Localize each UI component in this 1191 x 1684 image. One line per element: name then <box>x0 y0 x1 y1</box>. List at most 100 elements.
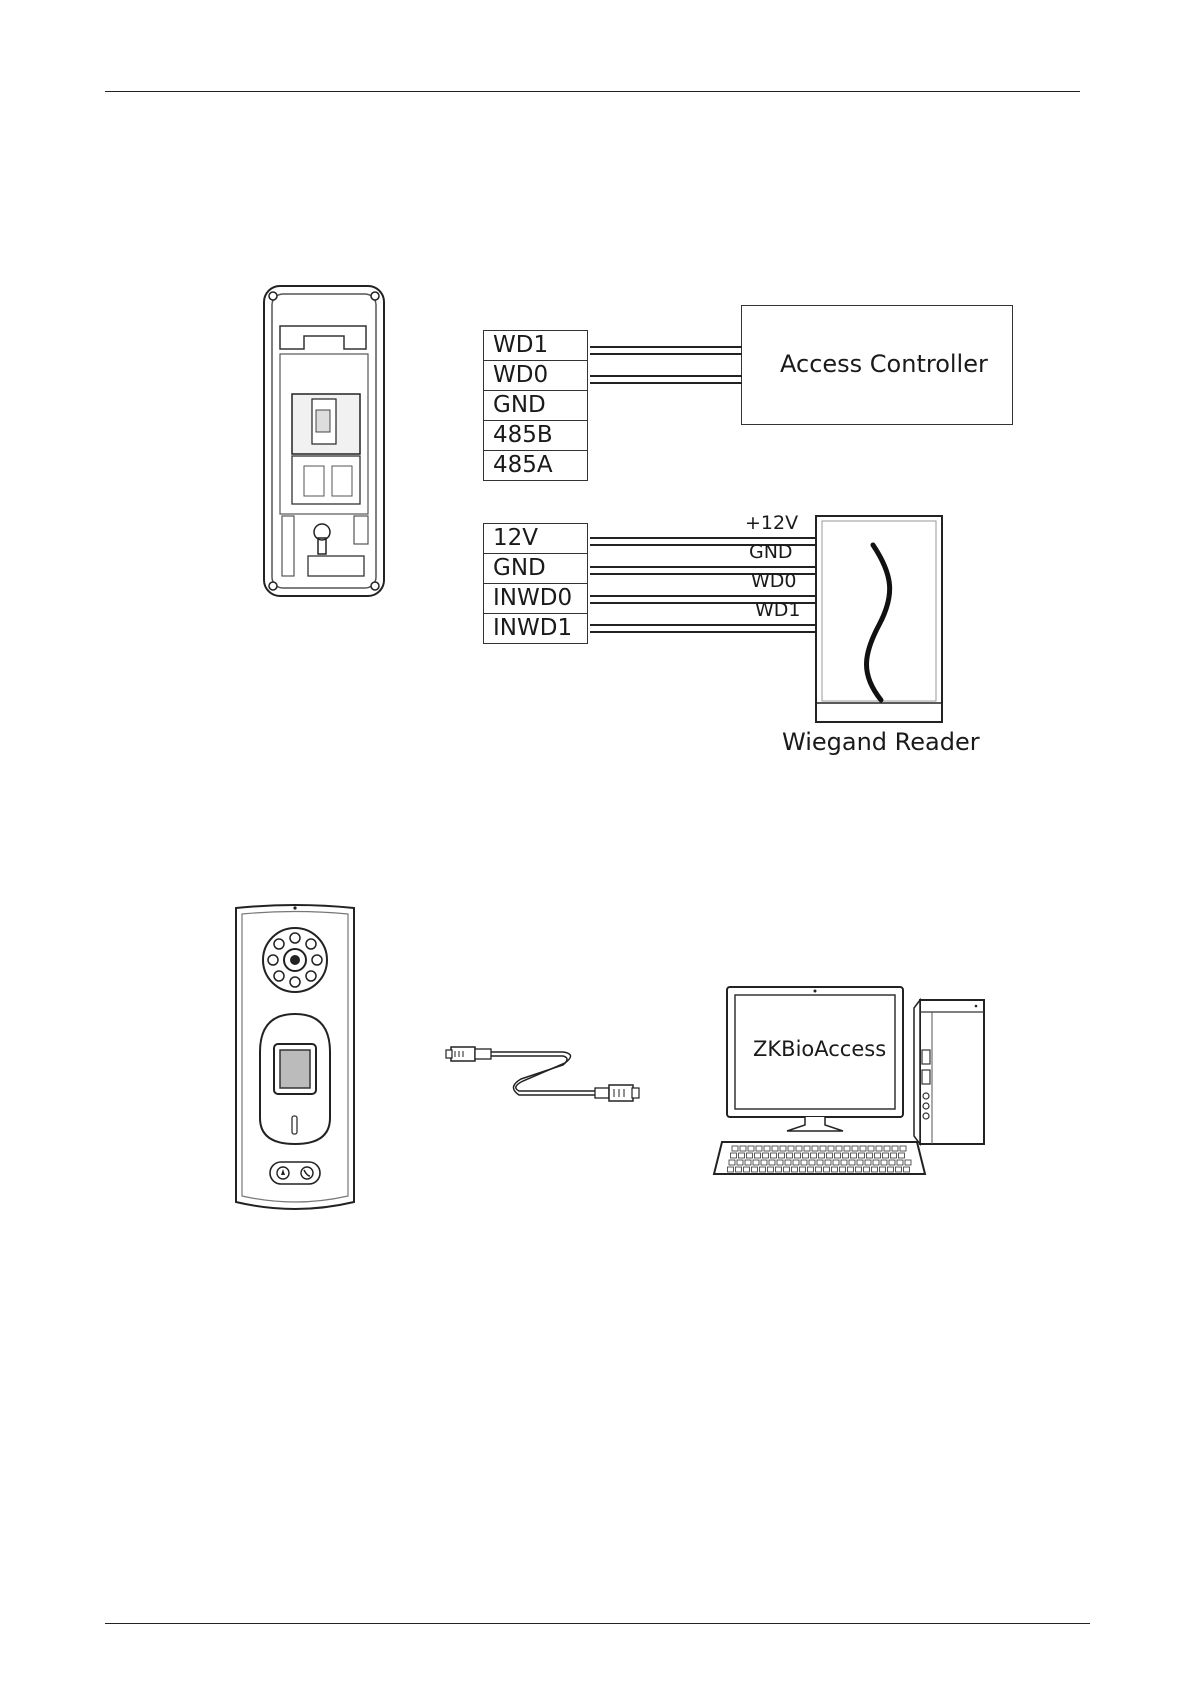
keyboard-key <box>840 1167 846 1172</box>
keyboard-key <box>816 1167 822 1172</box>
keyboard-key <box>756 1146 762 1151</box>
keyboard-key <box>795 1153 801 1158</box>
keyboard-key <box>897 1160 903 1165</box>
keyboard-key <box>835 1153 841 1158</box>
keyboard-illustration <box>712 1140 927 1176</box>
keyboard-key <box>881 1160 887 1165</box>
keyboard-key <box>865 1160 871 1165</box>
keyboard-key <box>779 1153 785 1158</box>
keyboard-key <box>800 1167 806 1172</box>
keyboard-key <box>777 1160 783 1165</box>
keyboard-key <box>808 1167 814 1172</box>
keyboard-key <box>832 1167 838 1172</box>
keyboard-key <box>801 1160 807 1165</box>
keyboard-key <box>843 1153 849 1158</box>
keyboard-key <box>859 1153 865 1158</box>
keyboard-key <box>888 1167 894 1172</box>
keyboard-key <box>729 1160 735 1165</box>
device-front-illustration <box>230 902 360 1222</box>
computer-tower-illustration <box>912 998 987 1148</box>
keyboard-key <box>811 1153 817 1158</box>
keyboard-key <box>860 1146 866 1151</box>
keyboard-key <box>740 1146 746 1151</box>
keyboard-key <box>793 1160 799 1165</box>
keyboard-key <box>784 1167 790 1172</box>
keyboard-key <box>736 1167 742 1172</box>
keyboard-key <box>785 1160 791 1165</box>
keyboard-key <box>817 1160 823 1165</box>
software-label: ZKBioAccess <box>753 1037 886 1061</box>
keyboard-key <box>820 1146 826 1151</box>
keyboard-key <box>731 1153 737 1158</box>
keyboard-key <box>849 1160 855 1165</box>
keyboard-key <box>804 1146 810 1151</box>
keyboard-key <box>809 1160 815 1165</box>
keyboard-key <box>828 1146 834 1151</box>
keyboard-key <box>868 1146 874 1151</box>
keyboard-key <box>732 1146 738 1151</box>
keyboard-key <box>748 1146 754 1151</box>
keyboard-key <box>857 1160 863 1165</box>
keyboard-key <box>771 1153 777 1158</box>
keyboard-key <box>883 1153 889 1158</box>
keyboard-key <box>761 1160 767 1165</box>
keyboard-key <box>760 1167 766 1172</box>
keyboard-key <box>864 1167 870 1172</box>
keyboard-key <box>763 1153 769 1158</box>
wire-label-gnd: GND <box>749 541 793 563</box>
keyboard-key <box>728 1167 734 1172</box>
keyboard-key <box>776 1167 782 1172</box>
keyboard-key <box>899 1153 905 1158</box>
keyboard-key <box>856 1167 862 1172</box>
keyboard-key <box>753 1160 759 1165</box>
keyboard-key <box>752 1167 758 1172</box>
keyboard-key <box>819 1153 825 1158</box>
keyboard-key <box>745 1160 751 1165</box>
wiegand-reader-caption: Wiegand Reader <box>782 728 980 756</box>
keyboard-key <box>737 1160 743 1165</box>
keyboard-key <box>739 1153 745 1158</box>
wiegand-reader-device <box>815 515 945 725</box>
keyboard-key <box>825 1160 831 1165</box>
wire-label-plus12v: +12V <box>745 512 798 534</box>
keyboard-key <box>764 1146 770 1151</box>
keyboard-key <box>836 1146 842 1151</box>
keyboard-key <box>900 1146 906 1151</box>
keyboard-key <box>796 1146 802 1151</box>
keyboard-key <box>844 1146 850 1151</box>
keyboard-key <box>876 1146 882 1151</box>
keyboard-key <box>841 1160 847 1165</box>
keyboard-key <box>872 1167 878 1172</box>
keyboard-key <box>792 1167 798 1172</box>
keyboard-key <box>772 1146 778 1151</box>
keyboard-key <box>769 1160 775 1165</box>
network-cable-illustration <box>445 1035 645 1110</box>
keyboard-key <box>812 1146 818 1151</box>
keyboard-key <box>880 1167 886 1172</box>
keyboard-key <box>747 1153 753 1158</box>
keyboard-key <box>873 1160 879 1165</box>
keyboard-key <box>803 1153 809 1158</box>
keyboard-key <box>768 1167 774 1172</box>
keyboard-key <box>755 1153 761 1158</box>
keyboard-key <box>827 1153 833 1158</box>
keyboard-key <box>788 1146 794 1151</box>
keyboard-key <box>867 1153 873 1158</box>
keyboard-key <box>904 1167 910 1172</box>
keyboard-key <box>848 1167 854 1172</box>
keyboard-key <box>891 1153 897 1158</box>
keyboard-key <box>780 1146 786 1151</box>
keyboard-key <box>875 1153 881 1158</box>
keyboard-key <box>851 1153 857 1158</box>
keyboard-key <box>905 1160 911 1165</box>
wire-label-wd1: WD1 <box>755 599 801 621</box>
keyboard-key <box>889 1160 895 1165</box>
keyboard-key <box>744 1167 750 1172</box>
keyboard-key <box>833 1160 839 1165</box>
keyboard-key <box>787 1153 793 1158</box>
keyboard-key <box>892 1146 898 1151</box>
keyboard-key <box>884 1146 890 1151</box>
keyboard-key <box>824 1167 830 1172</box>
wire-label-wd0: WD0 <box>751 570 797 592</box>
